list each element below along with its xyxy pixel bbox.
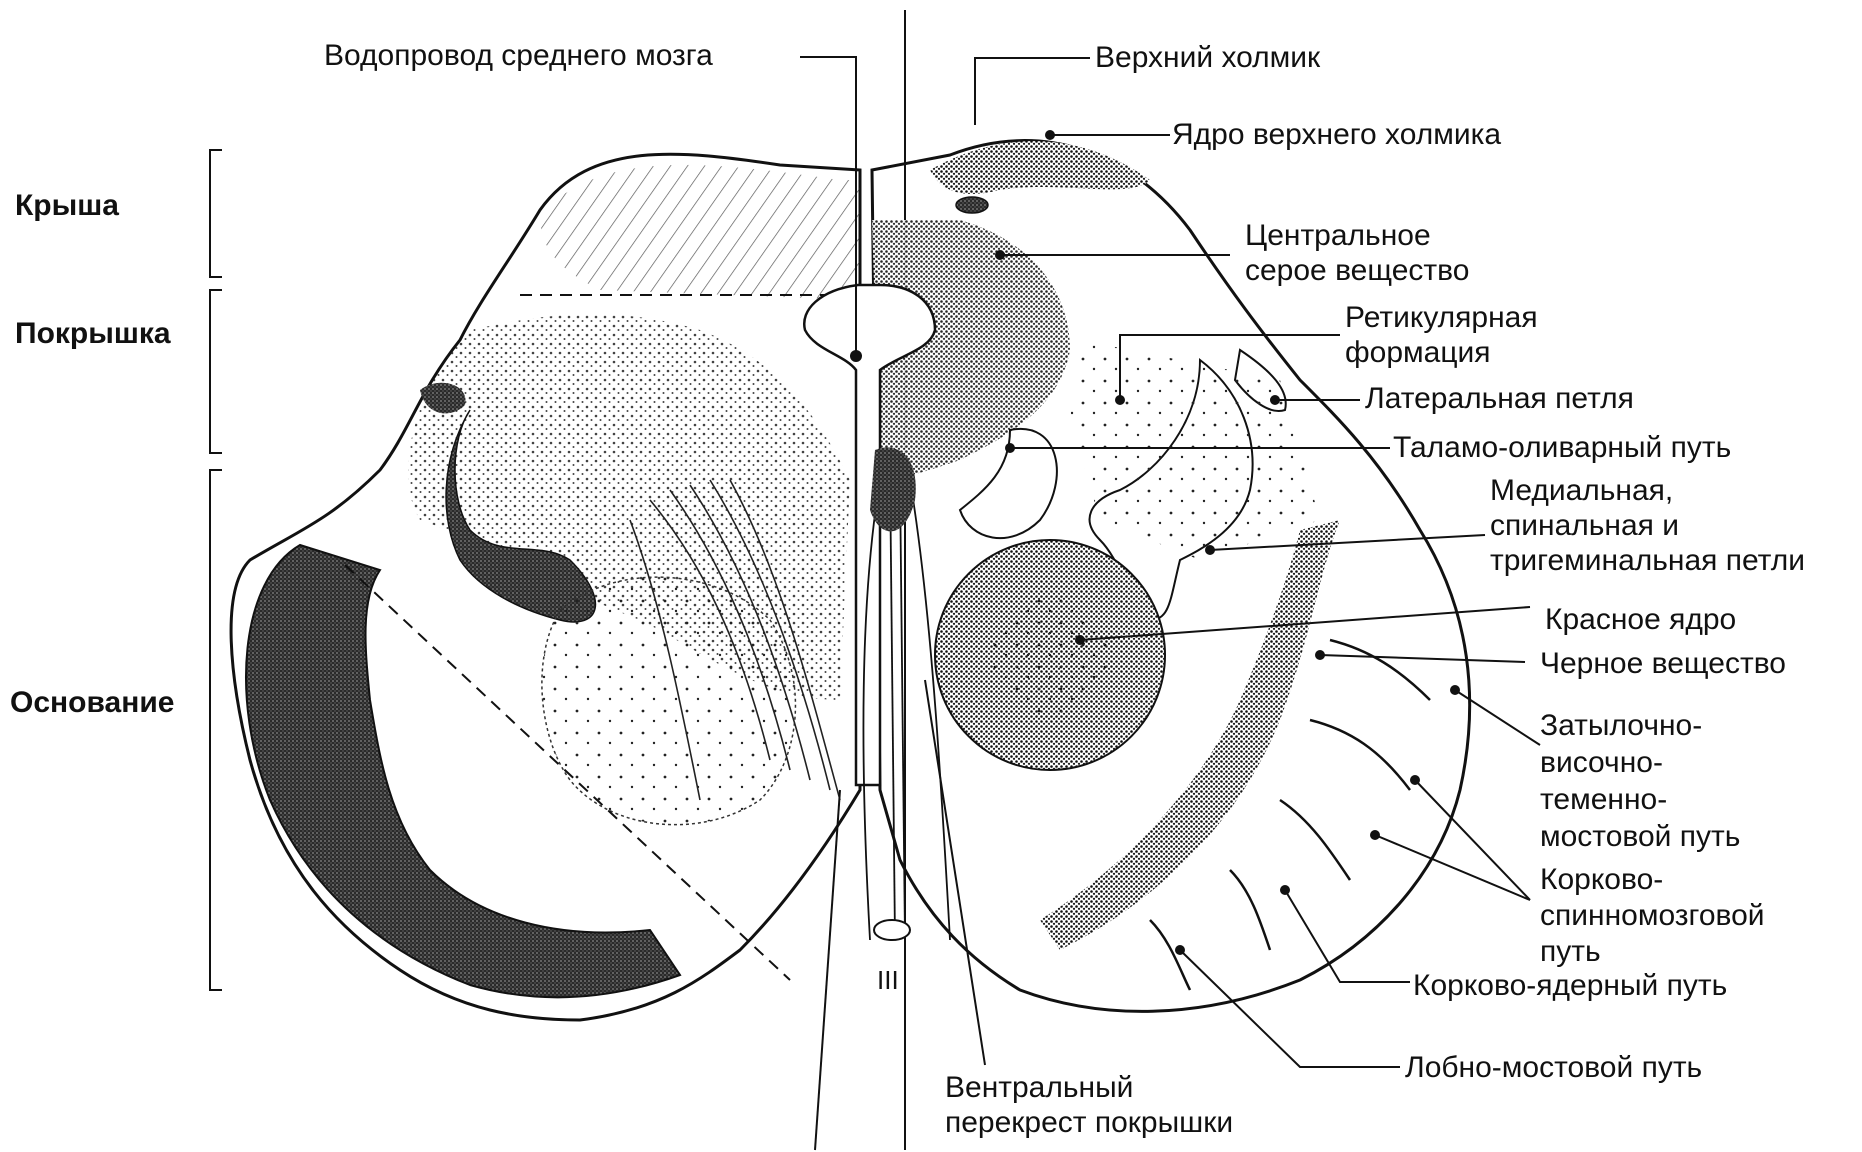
lateral-lemniscus-label: Латеральная петля [1365,381,1634,417]
occipito-tract-label-line2: височно- [1540,745,1663,781]
corticospinal-label-line1: Корково- [1540,862,1663,898]
bracket-tegmentum [210,290,222,453]
region-base-label: Основание [10,685,174,721]
lemnisci-label-line2: спинальная и [1490,508,1679,544]
red-nucleus-label: Красное ядро [1545,602,1736,638]
leader-colliculus [975,58,1090,125]
occipito-tract-label-line1: Затылочно- [1540,708,1702,744]
corticonuclear-label: Корково-ядерный путь [1413,968,1727,1004]
region-brackets [210,150,222,990]
central-gray-label-line1: Центральное [1245,218,1431,254]
region-tegmentum-label: Покрышка [15,316,171,352]
region-roof-label: Крыша [15,188,119,224]
leader-bottom [815,790,840,1150]
corticospinal-label-line3: путь [1540,934,1601,970]
occipito-tract-label-line3: теменно- [1540,782,1667,818]
leader-corticonuclear [1285,890,1410,982]
lemnisci-label-line1: Медиальная, [1490,473,1673,509]
left-half [231,154,860,1020]
reticular-label-line2: формация [1345,335,1491,371]
thalamo-olivary-label: Таламо-оливарный путь [1393,430,1731,466]
bracket-roof [210,150,222,277]
leader-substantia-nigra [1320,655,1525,662]
substantia-nigra-label: Черное вещество [1540,646,1786,682]
ventral-decussation-label-line2: перекрест покрышки [945,1105,1233,1141]
leader-corticospinal-2 [1375,835,1530,900]
colliculus-nucleus-label: Ядро верхнего холмика [1172,117,1501,153]
cranial-nerve-label: III [877,965,899,996]
ventral-decussation-label-line1: Вентральный [945,1070,1133,1106]
leader-frontopontine [1180,950,1400,1067]
corticospinal-label-line2: спинномозговой [1540,898,1765,934]
tectum-fibers [540,165,860,300]
red-nucleus-core [990,595,1110,715]
decussation-dark-area [870,447,916,531]
bracket-base [210,470,222,990]
aqueduct-label: Водопровод среднего мозга [324,38,713,74]
lemnisci-label-line3: тригеминальная петли [1490,543,1805,579]
reticular-label-line1: Ретикулярная [1345,300,1538,336]
occipito-tract-label-line4: мостовой путь [1540,819,1740,855]
right-tegmentum-dots [1070,340,1320,560]
central-gray-label-line2: серое вещество [1245,253,1469,289]
right-small-oval [956,197,988,213]
superior-colliculus-label: Верхний холмик [1095,40,1320,76]
frontopontine-label: Лобно-мостовой путь [1405,1050,1702,1086]
leader-corticospinal-1 [1415,780,1530,900]
oculomotor-nerve [874,920,910,940]
